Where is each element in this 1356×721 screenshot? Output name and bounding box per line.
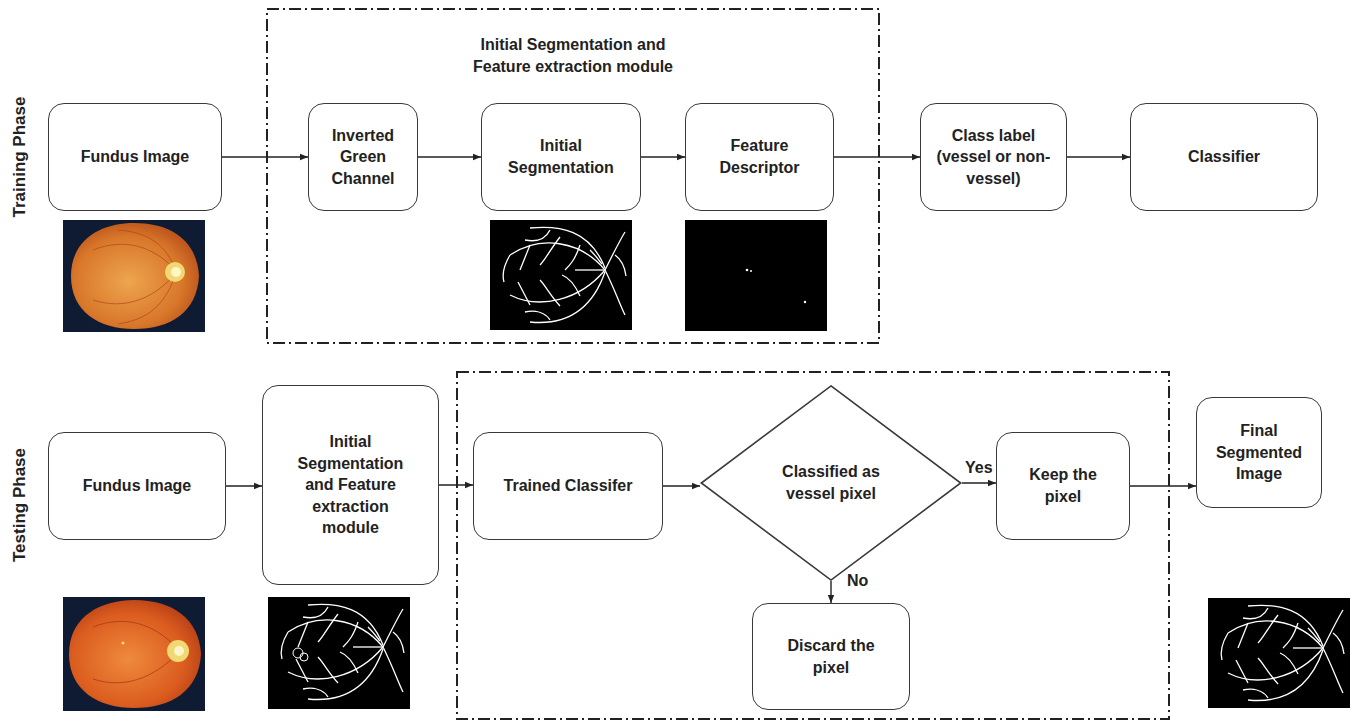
node-text: Final Segmented Image: [1209, 420, 1309, 485]
drawing-part: [122, 642, 125, 645]
module-frame: Initial Segmentation and Feature extract…: [266, 8, 880, 344]
process-box: Inverted Green Channel: [308, 103, 418, 211]
drawing-part: [746, 269, 749, 272]
feature-image: [685, 220, 827, 331]
drawing-part: [93, 621, 178, 682]
drawing-part: [63, 597, 205, 711]
node-text: Feature Descriptor: [700, 135, 820, 178]
fundus-photo: [63, 220, 205, 332]
decision-diamond: Classified as vessel pixel: [700, 385, 962, 581]
process-box: Class label (vessel or non-vessel): [920, 103, 1067, 211]
arrow-connector: [834, 156, 920, 157]
arrow-connector: [1130, 485, 1196, 486]
phase-label: Testing Phase: [10, 448, 30, 562]
node-text: Keep the pixel: [1018, 464, 1108, 507]
node-text: Classified as vessel pixel: [781, 461, 881, 504]
fundus-photo: [63, 597, 205, 711]
node-text: Fundus Image: [81, 146, 189, 168]
segmentation-image: [490, 220, 632, 330]
drawing-part: [93, 621, 178, 649]
process-box: Fundus Image: [48, 103, 222, 211]
node-text: Initial Segmentation: [496, 135, 626, 178]
group-heading: Initial Segmentation and Feature extract…: [458, 34, 688, 77]
process-box: Discard the pixel: [752, 603, 910, 710]
process-box: Keep the pixel: [996, 432, 1130, 540]
phase-label: Training Phase: [10, 97, 30, 218]
node-text: Classifier: [1188, 146, 1260, 168]
process-box: Trained Classifer: [473, 432, 663, 540]
diamond-outline: [700, 385, 962, 581]
drawing-part: [804, 301, 806, 303]
drawing-part: [750, 270, 752, 272]
drawing-part: [174, 646, 184, 656]
drawing-part: [1221, 605, 1344, 700]
node-text: Initial Segmentation and Feature extract…: [295, 431, 407, 539]
arrow-connector: [222, 156, 308, 157]
arrow-connector: [962, 482, 996, 483]
drawing-part: [281, 604, 404, 699]
drawing-part: [300, 653, 308, 661]
node-text: Inverted Green Channel: [318, 125, 408, 190]
process-box: Initial Segmentation: [481, 103, 641, 211]
arrow-connector: [830, 581, 831, 603]
arrow-connector: [663, 485, 700, 486]
segmentation-image: [268, 597, 410, 709]
drawing-part: [167, 640, 189, 662]
arrow-connector: [439, 484, 473, 485]
segmentation-image: [1208, 598, 1350, 708]
process-box: Fundus Image: [48, 432, 226, 540]
node-text: Trained Classifer: [504, 475, 633, 497]
drawing-part: [293, 648, 303, 658]
diamond-shape: [701, 386, 960, 580]
process-box: Feature Descriptor: [685, 103, 834, 211]
arrow-connector: [418, 156, 481, 157]
node-text: Class label (vessel or non-vessel): [934, 125, 1054, 190]
drawing-part: [685, 220, 827, 331]
node-text: Discard the pixel: [776, 635, 886, 678]
arrow-connector: [641, 156, 685, 157]
drawing-part: [268, 597, 410, 709]
process-box: Final Segmented Image: [1196, 397, 1322, 508]
node-text: Fundus Image: [83, 475, 191, 497]
dashed-border: [267, 9, 879, 343]
process-box: Classifier: [1130, 103, 1318, 211]
drawing-part: [69, 600, 201, 708]
drawing-part: [503, 227, 626, 322]
arrow-connector: [226, 485, 262, 486]
drawing-part: [490, 220, 632, 330]
arrow-connector: [1067, 156, 1130, 157]
edge-label: Yes: [963, 459, 995, 477]
dashed-frame: [457, 372, 1169, 719]
drawing-part: [93, 653, 178, 683]
drawing-part: [1208, 598, 1350, 708]
process-box: Initial Segmentation and Feature extract…: [262, 385, 439, 585]
edge-label: No: [845, 572, 870, 590]
